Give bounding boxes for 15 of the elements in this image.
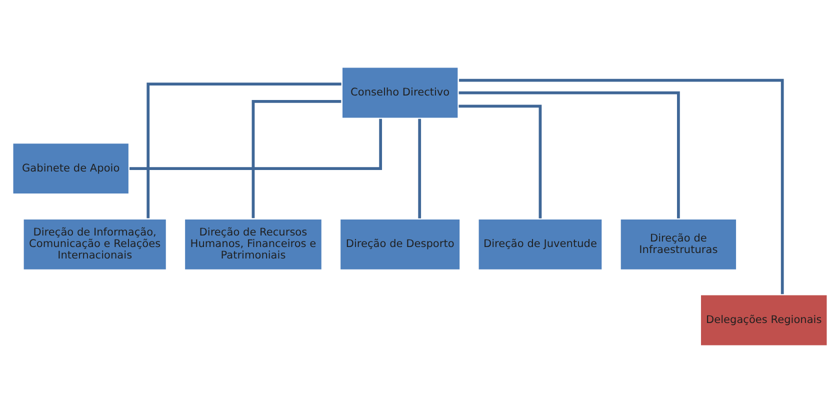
node-box: Direção de Desporto	[338, 217, 462, 271]
node-box: Direção de Recursos Humanos, Financeiros e Patrimoniais	[183, 217, 324, 271]
node-box: Direção de Informação, Comunicação e Relações Internacionais	[22, 217, 168, 271]
connector	[418, 118, 422, 218]
node-box: Gabinete de Apoio	[11, 141, 130, 195]
connector	[458, 104, 542, 218]
node-box: Direção de Juventude	[476, 217, 604, 271]
node-box: Delegações Regionais	[699, 292, 829, 347]
node-box: Conselho Directivo	[340, 65, 460, 120]
node-box: Direção de Infraestruturas	[618, 217, 738, 271]
connector	[458, 78, 784, 294]
connector	[129, 118, 382, 170]
connector	[252, 99, 342, 218]
connector	[146, 82, 342, 218]
connector	[458, 90, 680, 218]
